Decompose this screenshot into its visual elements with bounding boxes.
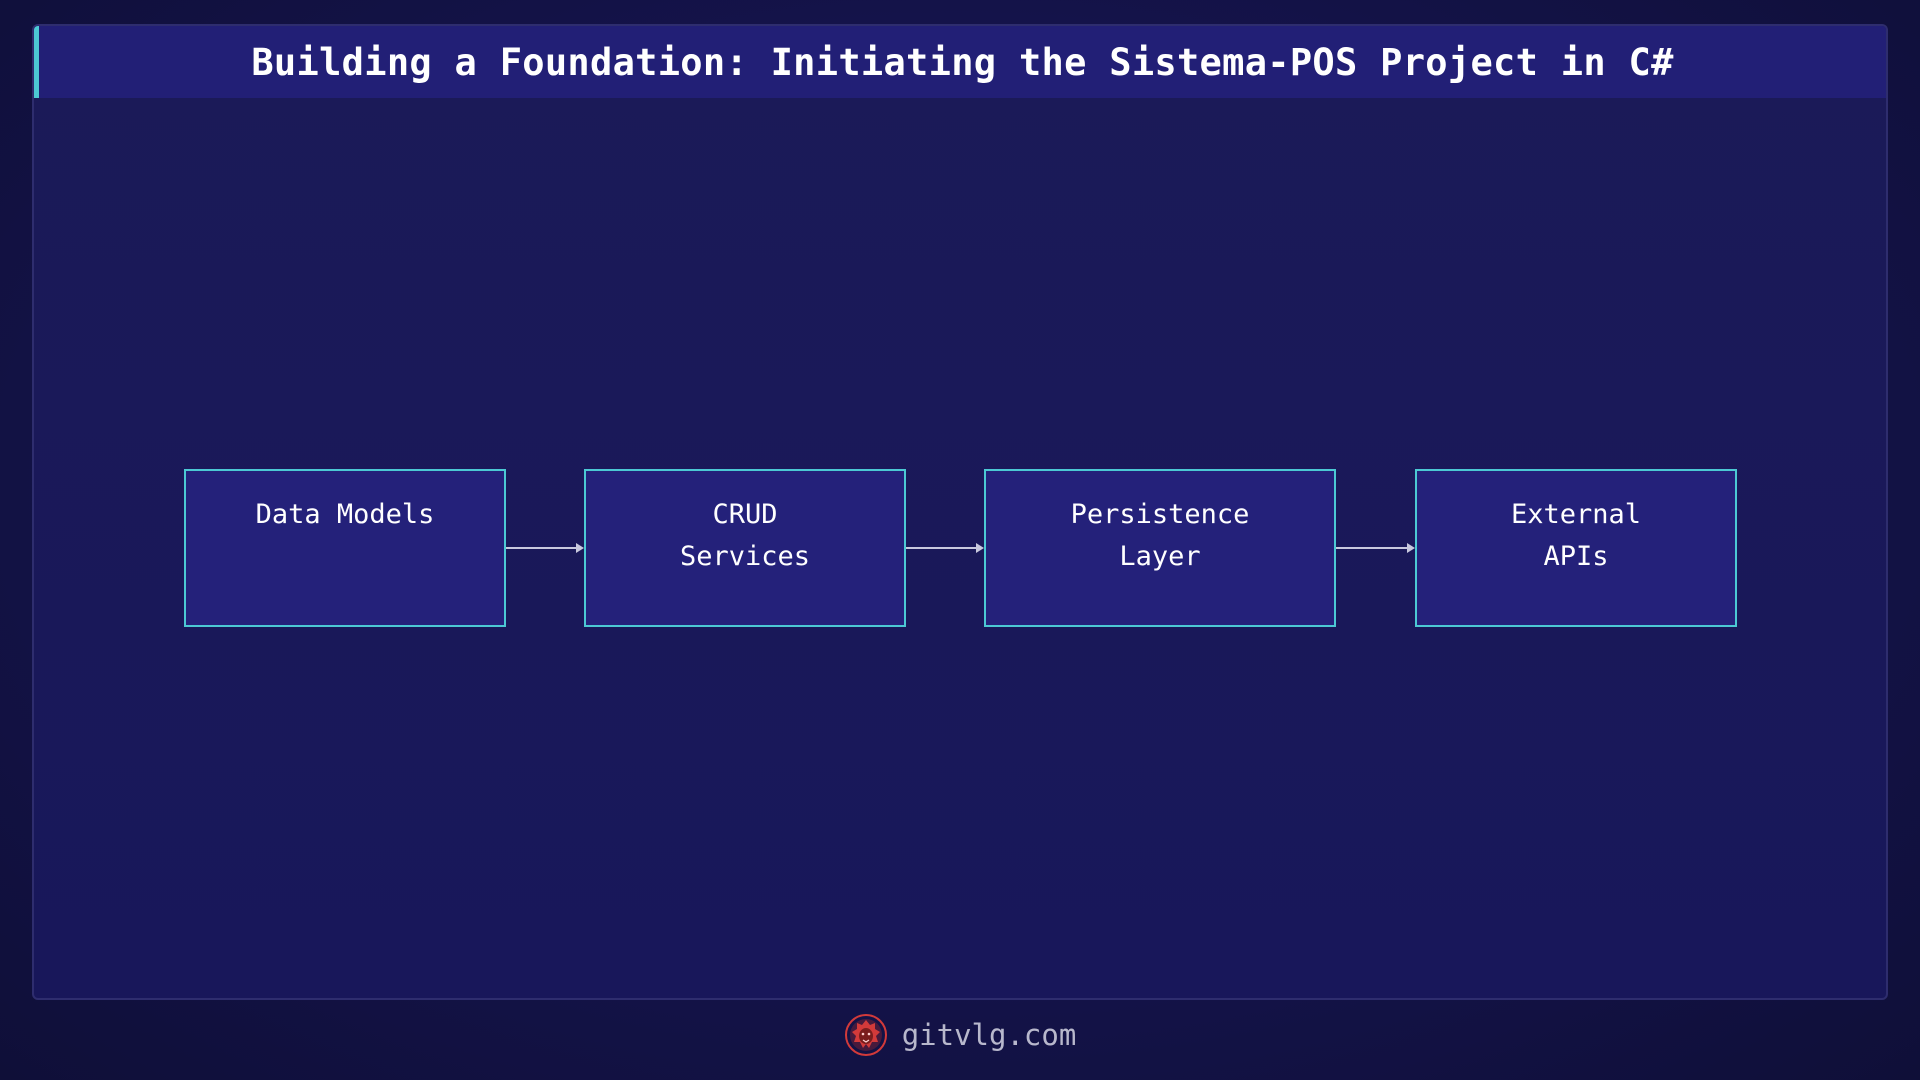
lion-head-icon <box>844 1013 888 1057</box>
node-label: Layer <box>1119 541 1201 572</box>
title-bar: Building a Foundation: Initiating the Si… <box>34 26 1886 98</box>
node-crud-services: CRUD Services <box>584 469 906 627</box>
node-label: APIs <box>1543 541 1609 572</box>
node-persistence-layer: Persistence Layer <box>984 469 1336 627</box>
flow-diagram: Data Models CRUD Services Persistence La… <box>34 26 1886 998</box>
node-data-models: Data Models <box>184 469 506 627</box>
footer: gitvlg.com <box>0 1010 1920 1060</box>
node-label: External <box>1510 499 1642 530</box>
arrow-data-models-to-crud-services <box>506 543 584 553</box>
node-external-apis: External APIs <box>1415 469 1737 627</box>
node-label: Services <box>679 541 811 572</box>
page-title: Building a Foundation: Initiating the Si… <box>251 40 1674 84</box>
node-label: Persistence <box>1070 499 1250 530</box>
node-label: Data Models <box>255 499 435 530</box>
arrow-crud-services-to-persistence-layer <box>906 543 984 553</box>
arrow-persistence-layer-to-external-apis <box>1336 543 1415 553</box>
site-url: gitvlg.com <box>901 1018 1077 1052</box>
node-label: CRUD <box>712 499 778 530</box>
slide-frame: Building a Foundation: Initiating the Si… <box>32 24 1888 1000</box>
